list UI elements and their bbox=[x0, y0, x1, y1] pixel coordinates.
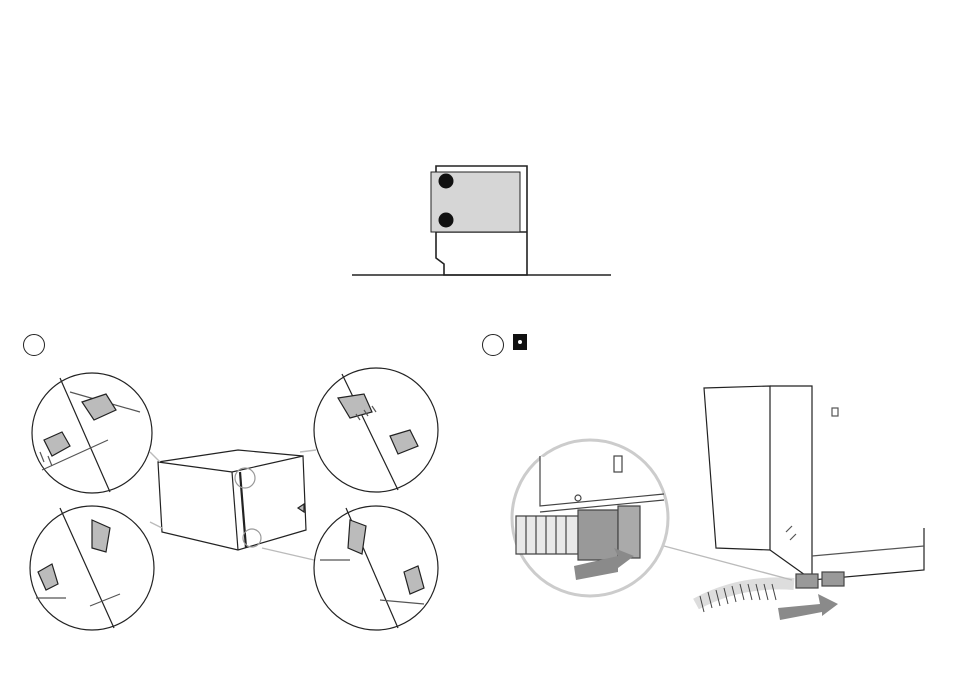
detail-top-right bbox=[314, 368, 438, 492]
appliance-elevation bbox=[352, 166, 611, 275]
cabinet-box bbox=[158, 456, 306, 550]
detail-top-left bbox=[32, 373, 152, 493]
dot-square-icon bbox=[513, 334, 527, 350]
push-arrow-icon bbox=[778, 594, 838, 620]
upper-foot-dot bbox=[439, 174, 454, 189]
detail-bottom-right bbox=[314, 506, 438, 630]
step-circle-1 bbox=[23, 334, 45, 356]
drain-panel bbox=[512, 386, 924, 612]
hinge-panel bbox=[30, 368, 438, 630]
step-circle-2 bbox=[482, 334, 504, 356]
lower-foot-dot bbox=[439, 213, 454, 228]
detail-bottom-left bbox=[30, 506, 154, 630]
cabinet-side bbox=[704, 386, 770, 550]
cabinet-top-edge bbox=[158, 450, 303, 462]
